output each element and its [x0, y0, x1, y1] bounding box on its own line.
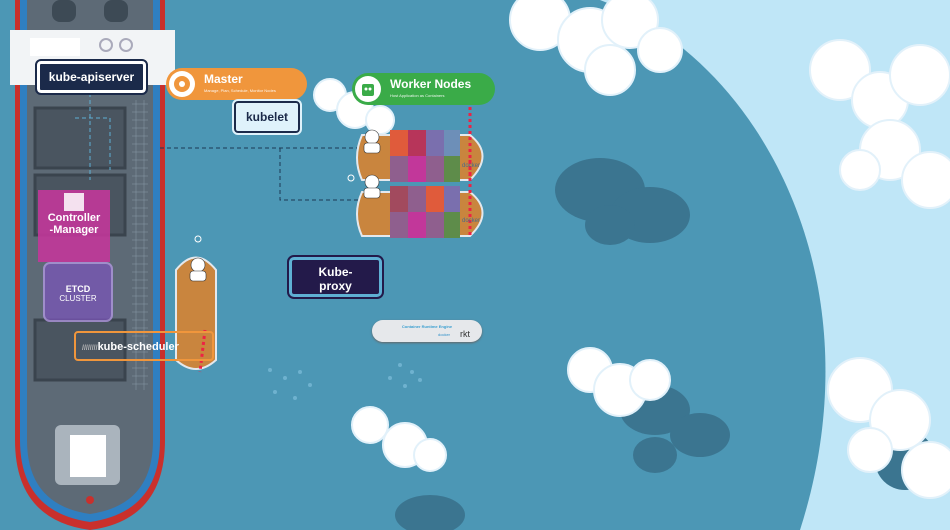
scheduler-prefix: //////// — [82, 345, 98, 352]
fish-school — [268, 363, 422, 400]
clouds — [313, 0, 950, 499]
scheduler-boat — [175, 256, 217, 373]
etcd-label: ETCD CLUSTER — [46, 284, 110, 303]
robot-icon — [355, 76, 381, 102]
controller-line1: Controller — [47, 212, 101, 224]
buoy — [194, 235, 202, 243]
kube-proxy-line1: Kube- — [318, 265, 353, 279]
controller-manager-label: Controller -Manager — [38, 212, 110, 236]
kube-apiserver-label: kube-apiserver — [35, 59, 148, 95]
docker-ship-label-1: docker — [462, 163, 481, 169]
kube-proxy-line2: proxy — [319, 279, 352, 293]
worker-ship-1 — [356, 95, 484, 182]
runtime-title: Container Runtime Engine — [401, 324, 453, 329]
master-ship — [10, 0, 175, 530]
docker-ship-label-2: docker — [462, 218, 481, 224]
master-subtitle: Manage, Plan, Schedule, Monitor Nodes — [204, 88, 276, 93]
worker-ship-2 — [356, 160, 484, 238]
rkt-logo: rkt — [460, 329, 470, 339]
buoy — [347, 174, 355, 182]
etcd-subtitle: CLUSTER — [59, 294, 97, 303]
etcd-title: ETCD — [65, 284, 91, 294]
controller-line2: -Manager — [49, 224, 99, 236]
kube-proxy-label: Kube- proxy — [287, 255, 384, 299]
kube-scheduler-label: ////////kube-scheduler — [74, 331, 214, 361]
docker-logo: docker — [438, 332, 451, 337]
kubelet-label: kubelet — [232, 99, 302, 135]
container-runtime-engine: Container Runtime Engine docker rkt — [372, 320, 482, 342]
captains — [189, 129, 381, 282]
master-title: Master — [204, 72, 243, 86]
worker-nodes-label: Worker Nodes Host Application as Contain… — [352, 73, 495, 105]
master-worker-link — [160, 147, 390, 201]
scheduler-text: kube-scheduler — [97, 341, 179, 353]
master-label: Master Manage, Plan, Schedule, Monitor N… — [166, 68, 307, 100]
brain-gear-icon — [169, 71, 195, 97]
worker-title: Worker Nodes — [390, 77, 472, 91]
worker-subtitle: Host Application as Containers — [390, 93, 445, 98]
